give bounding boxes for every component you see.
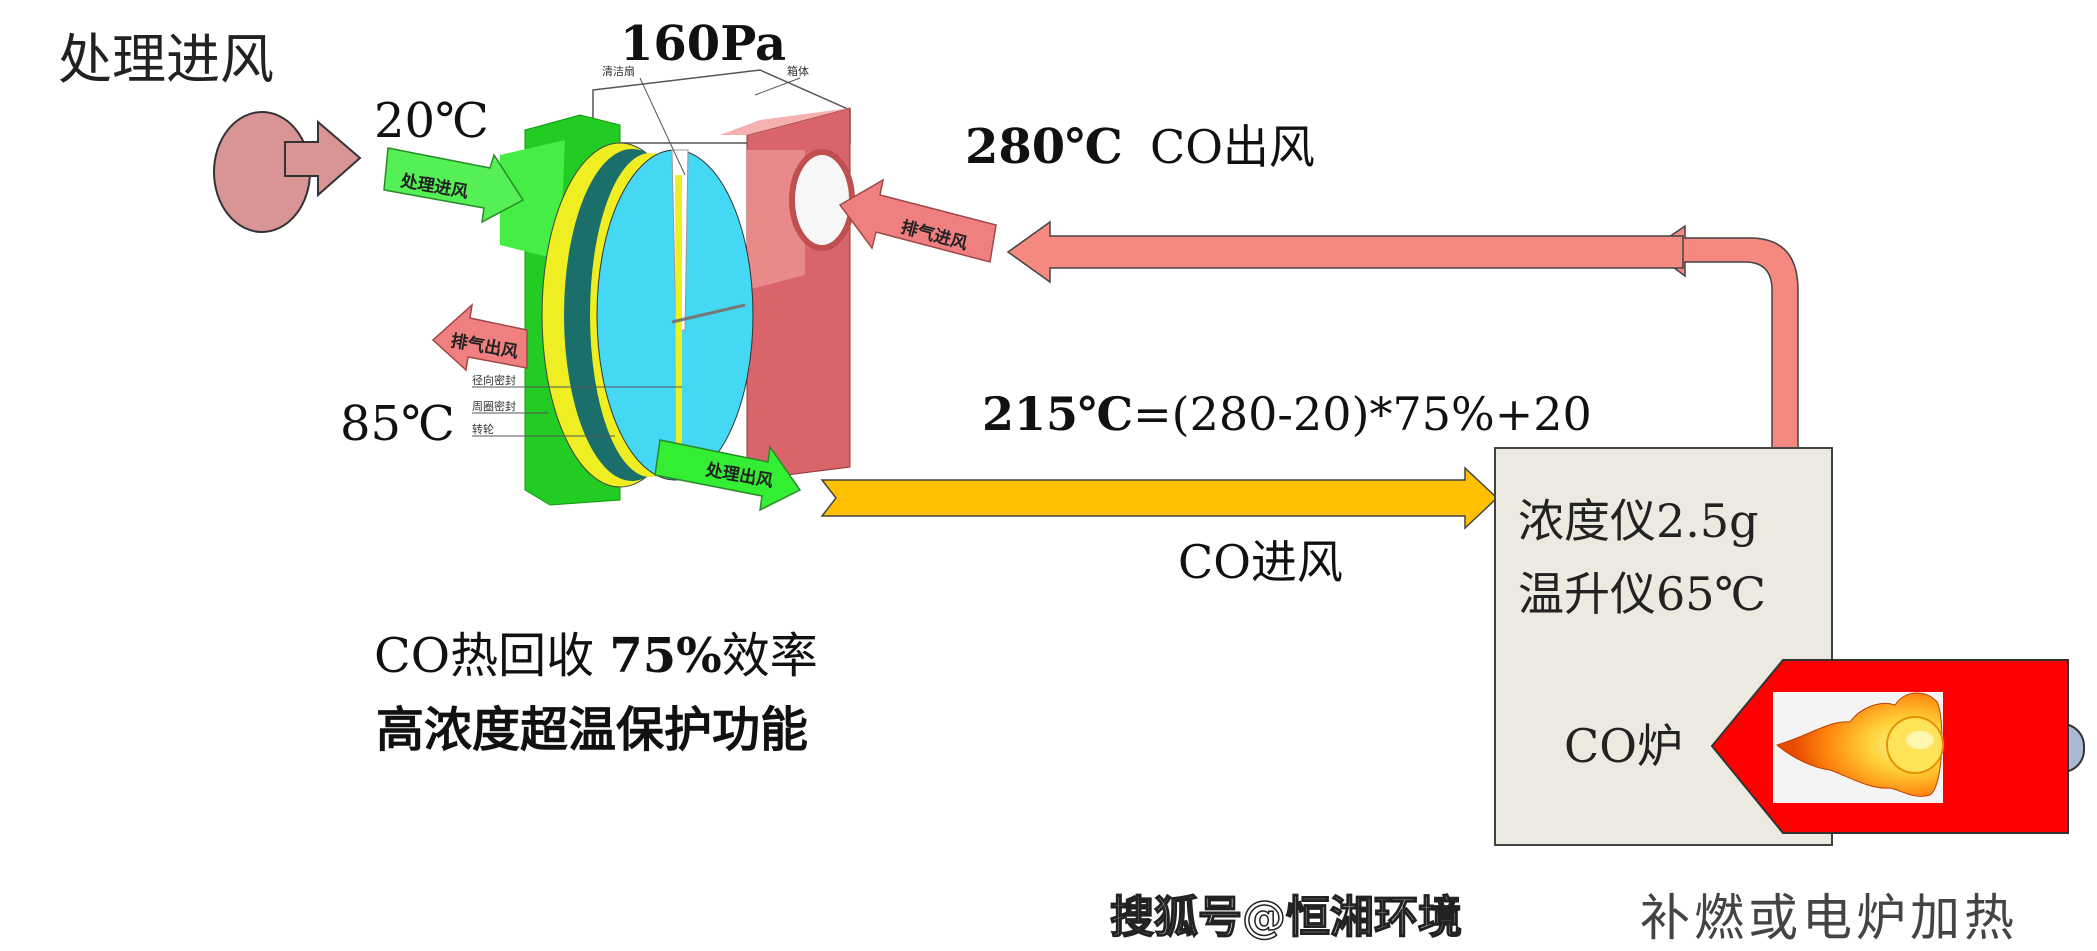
formula-expression: =(280-20)*75%+20 (1133, 387, 1592, 441)
watermark: 搜狐号@恒湘环境 (1110, 892, 1462, 943)
protection-feature: 高浓度超温保护功能 (376, 702, 808, 758)
label-clean-sector: 清洁扇 (602, 64, 635, 78)
co-outlet-arrow (1006, 220, 1799, 449)
formula-temp: 215℃ (982, 387, 1133, 441)
outlet-temp: 280℃ (965, 119, 1123, 175)
footer-text: 补燃或电炉加热 (1640, 889, 2018, 947)
exhaust-out-temp: 85℃ (340, 396, 455, 452)
temp-rise-meter: 温升仪65℃ (1518, 567, 1766, 621)
label-ring-seal: 周圈密封 (472, 399, 516, 413)
recovery-efficiency: CO热回收 75%效率 (374, 628, 818, 684)
furnace-name: CO炉 (1564, 719, 1683, 773)
rotor-heat-exchanger (472, 69, 855, 506)
process-inlet-title: 处理进风 (58, 28, 274, 91)
arrow-process-out: 处理出风 (654, 439, 802, 512)
co-inlet-arrow (820, 466, 1499, 530)
arrow-exhaust-in: 排气进风 (838, 178, 997, 263)
burner (1710, 659, 2085, 834)
label-housing: 箱体 (787, 64, 809, 78)
label-wheel: 转轮 (472, 422, 494, 436)
co-inlet-label: CO进风 (1178, 535, 1343, 589)
inlet-temp: 20℃ (374, 93, 489, 149)
formula-line: 215℃=(280-20)*75%+20 (982, 387, 1592, 441)
arrow-process-in: 处理进风 (383, 147, 525, 224)
inlet-round-arrow-icon (213, 111, 362, 233)
outlet-label: CO出风 (1150, 120, 1315, 174)
flame-icon (1775, 692, 1944, 797)
arrow-exhaust-out: 排气出风 (431, 303, 528, 372)
pressure-label: 160Pa (620, 16, 786, 72)
label-radial-seal: 径向密封 (472, 373, 516, 387)
concentration-meter: 浓度仪2.5g (1518, 494, 1759, 548)
